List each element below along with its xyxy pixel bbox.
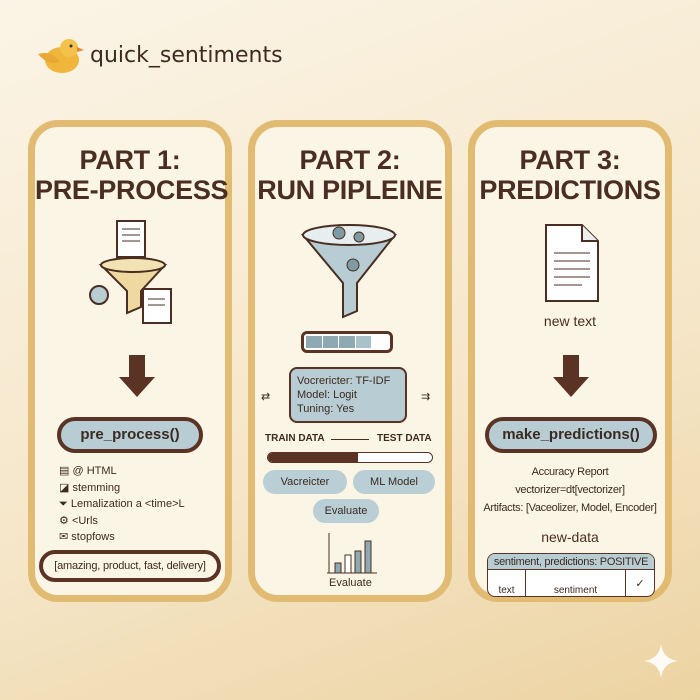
preprocess-steps: ▤ @ HTML ◪ stemming ⏷ Lemalization a <ti… (59, 463, 185, 546)
pre-process-function: pre_process() (57, 417, 203, 453)
check-icon: ✓ (635, 577, 645, 590)
predictions-table: sentiment, predictions: POSITIVE text se… (487, 553, 655, 597)
panel-pre-process: PART 1:PRE-PROCESS pre_process() ▤ @ HTM… (28, 120, 232, 602)
panel-title: PART 1:PRE-PROCESS (35, 145, 229, 205)
arrows-left-icon: ⇄ (261, 391, 271, 403)
artifacts-line: Artifacts: [Vaceolizer, Model, Encoder] (483, 502, 657, 514)
accuracy-report: Accuracy Report (531, 466, 609, 478)
train-test-arrow (331, 439, 369, 440)
tokens-output: [amazing, product, fast, delivery] (39, 550, 221, 582)
gear-icon: ⚙ (59, 514, 69, 527)
panel-predictions: PART 3:PREDICTIONS new text make_predict… (468, 120, 672, 602)
preprocess-funnel-icon (89, 220, 172, 324)
step-stopwords: ✉ stopfows (59, 531, 115, 543)
table-header: sentiment, predictions: POSITIVE (488, 554, 654, 570)
html-icon: ▤ (59, 465, 70, 477)
document-icon (545, 224, 599, 302)
step-stemming: ◪ stemming (59, 481, 121, 494)
arrows-right-icon: ⇉ (421, 391, 431, 403)
step-html: ▤ @ HTML (59, 465, 117, 477)
train-test-split-bar (267, 452, 433, 463)
step-lemmatization: ⏷ Lemalization a <time>L (59, 498, 185, 510)
panel-title: PART 2:RUN PIPLEINE (257, 145, 443, 205)
pipeline-funnel-icon (300, 224, 398, 319)
new-data-label: new-data (541, 529, 599, 545)
bird-icon (38, 39, 84, 73)
prediction-report: Accuracy Report vectorizer=dt[vectorizer]… (471, 463, 669, 517)
vectorizer-button[interactable]: Vacreicter (263, 470, 347, 494)
step-urls: ⚙ <Urls (59, 514, 98, 527)
brand-name: quick_sentiments (90, 43, 283, 68)
col-sentiment: sentiment (526, 570, 626, 596)
ml-model-button[interactable]: ML Model (353, 470, 435, 494)
pipeline-progress (301, 331, 393, 353)
filter-icon: ⏷ (59, 498, 68, 510)
evaluate-button[interactable]: Evaluate (313, 499, 379, 523)
mail-icon: ✉ (59, 531, 69, 543)
arrow-down-icon (119, 355, 155, 397)
evaluate-label: Evaluate (329, 577, 372, 589)
train-label: TRAIN DATA (265, 433, 325, 444)
vectorizer-line: vectorizer=dt[vectorizer] (515, 484, 625, 496)
make-predictions-function: make_predictions() (485, 417, 657, 453)
panel-title: PART 3:PREDICTIONS (479, 145, 661, 205)
sparkle-icon (644, 644, 678, 678)
stemming-icon: ◪ (59, 481, 70, 494)
bar-chart-icon (327, 533, 377, 574)
new-text-label: new text (543, 313, 597, 329)
test-label: TEST DATA (377, 433, 432, 444)
arrow-down-icon (553, 355, 589, 397)
col-text: text (488, 570, 526, 596)
